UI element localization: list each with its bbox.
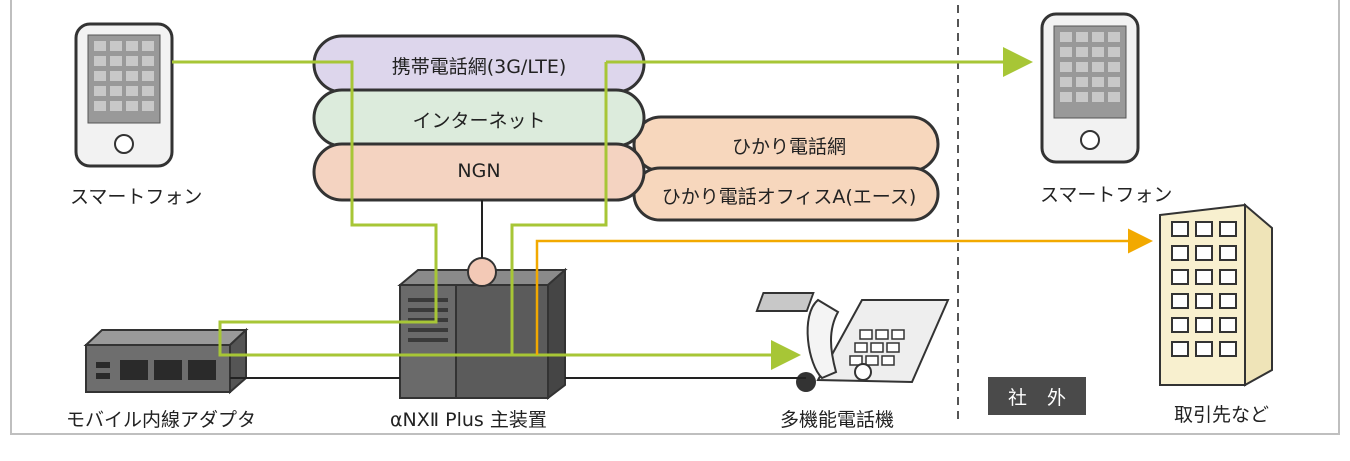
smartphone-left-icon	[74, 22, 174, 168]
mobile-network-label: 携帯電話網(3G/LTE)	[391, 56, 567, 78]
multi-phone-label: 多機能電話機	[780, 409, 895, 431]
multi-phone-icon	[755, 292, 950, 392]
hikari-office-label: ひかり電話オフィスA(エース)	[661, 186, 917, 208]
green-path-right	[220, 62, 608, 357]
main-unit-label: αNXⅡ Plus 主装置	[390, 409, 547, 431]
green-path-left	[172, 60, 438, 357]
smartphone-left-label: スマートフォン	[70, 186, 203, 208]
mobile-adapter-icon	[83, 327, 249, 395]
orange-path	[535, 228, 1153, 355]
smartphone-right-icon	[1040, 12, 1140, 164]
hikari-network-label: ひかり電話網	[731, 136, 846, 158]
ngn-label: NGN	[457, 160, 501, 182]
internet-label: インターネット	[412, 110, 546, 132]
client-label: 取引先など	[1174, 404, 1270, 426]
main-unit-icon	[397, 200, 568, 401]
external-zone-badge: 社外	[988, 377, 1086, 415]
smartphone-right-label: スマートフォン	[1040, 184, 1173, 206]
mobile-adapter-label: モバイル内線アダプタ	[66, 409, 257, 431]
client-building-icon	[1159, 202, 1273, 387]
ngn-cloud	[312, 142, 646, 202]
